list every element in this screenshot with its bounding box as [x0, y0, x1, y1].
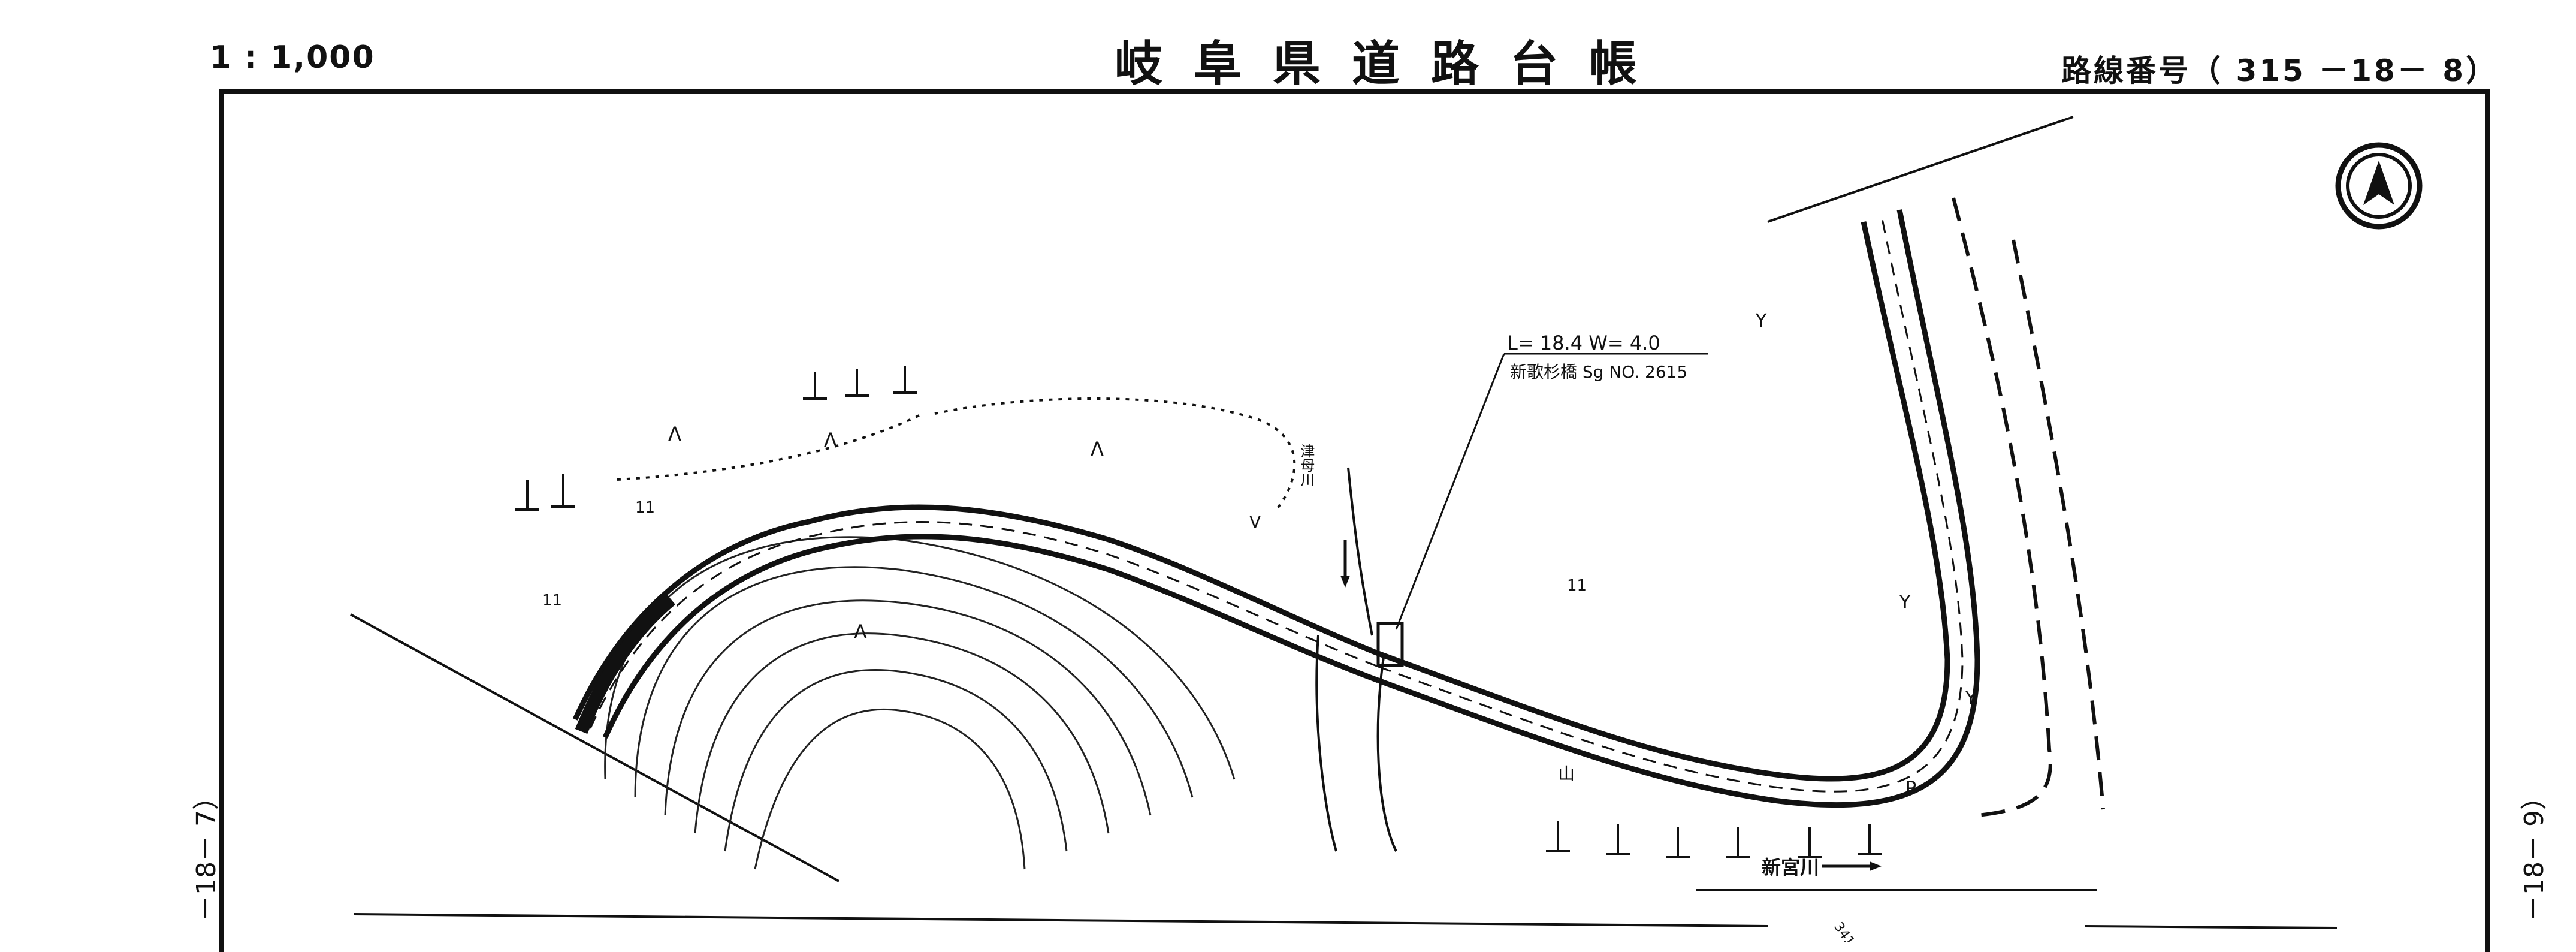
creek: [1376, 653, 1397, 852]
map-symbol: Λ: [668, 423, 681, 445]
bridge-id: 新歌杉橋 Sg NO. 2615: [1510, 362, 1687, 382]
bridge-marker: [1376, 622, 1404, 667]
slope-symbols: [515, 366, 1882, 858]
map-symbol: Y: [1965, 688, 1977, 709]
map-symbol: Λ: [824, 429, 837, 451]
boundary-line: [2085, 925, 2338, 929]
creek-flow-arrow: [1340, 576, 1350, 588]
lot-number: 3413-4: [1831, 920, 1870, 942]
map-symbol: Y: [1755, 311, 1767, 332]
river-flow-arrow: [1870, 861, 1882, 871]
bridge-leader: [1395, 353, 1505, 630]
north-arrow-icon: [2335, 142, 2423, 230]
map-symbol: V: [1249, 512, 1261, 532]
map-symbol: Λ: [1091, 438, 1104, 460]
right-of-way-line: [2012, 239, 2105, 810]
map-symbol: 11: [1567, 577, 1587, 595]
slope-line: [617, 412, 923, 481]
boundary-line: [353, 913, 1768, 927]
boundary-line: [1767, 116, 2074, 223]
right-of-way-line: [1952, 197, 2052, 817]
map-symbol: 山: [1558, 764, 1575, 784]
boundary-line: [350, 613, 839, 882]
main-road: [572, 209, 1980, 808]
scale-label: 1 : 1,000: [210, 40, 375, 76]
map-symbol: P: [1905, 778, 1916, 799]
slope-line: [934, 397, 1296, 511]
route-number: 路線番号（ 315 －18－ 8）: [2061, 53, 2498, 88]
map-symbol: Y: [1899, 592, 1911, 613]
map-frame: [219, 89, 2490, 952]
embankment-edge: [575, 594, 676, 734]
map-symbol: 11: [542, 592, 562, 610]
creek: [1347, 467, 1373, 636]
side-river-label: 津母川: [1298, 444, 1315, 487]
map-symbol: 11: [635, 499, 655, 517]
river-label: 新宮川: [1762, 856, 1819, 879]
map-title: 岐阜県道路台帳: [1115, 36, 1668, 92]
bridge-dimensions: L= 18.4 W= 4.0: [1507, 332, 1660, 354]
creek: [1315, 635, 1337, 852]
map-symbol: Λ: [854, 620, 867, 643]
